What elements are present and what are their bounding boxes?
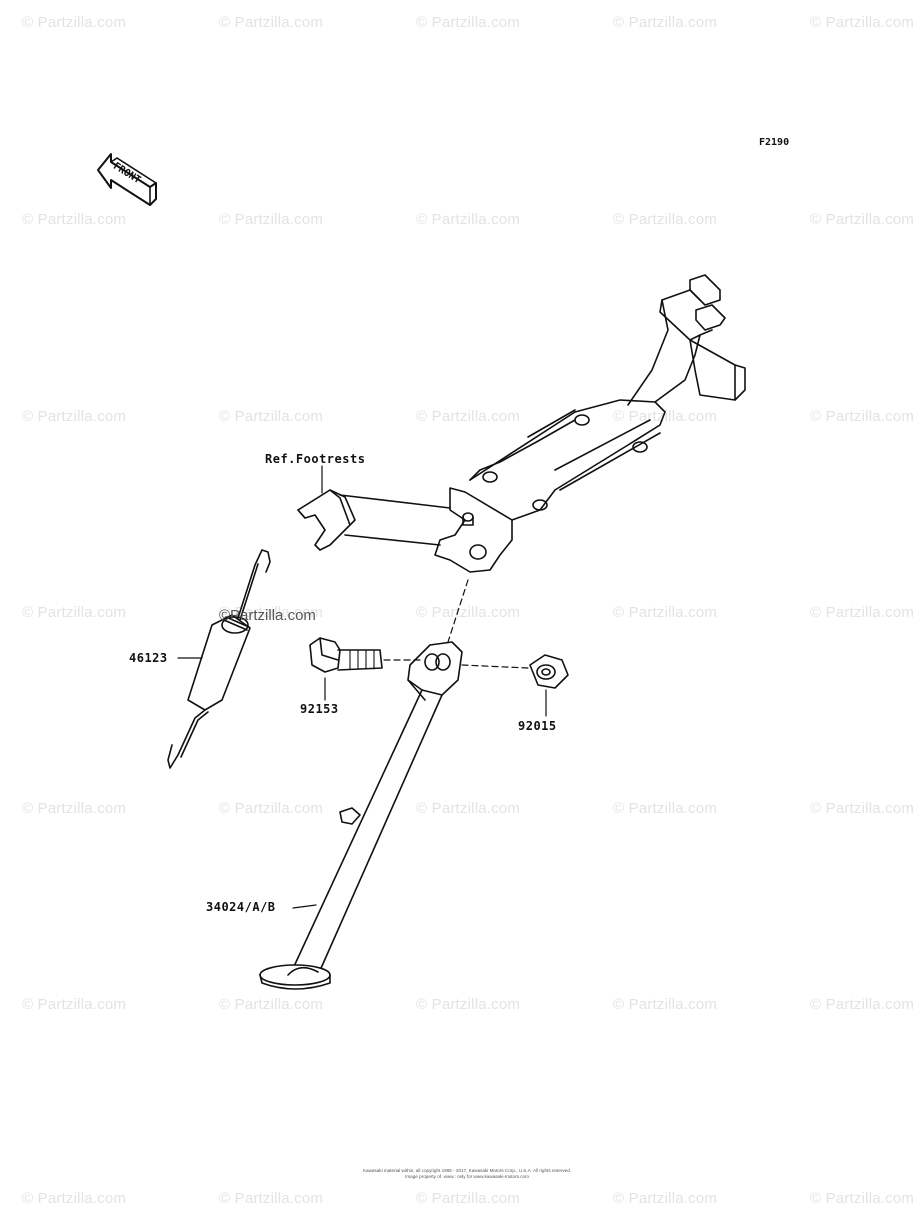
spring-46123 [167, 549, 271, 769]
watermark-text: © Partzilla.com [810, 14, 915, 31]
center-watermark: ©Partzilla.com [219, 607, 316, 624]
front-arrow-icon: FRONT [97, 153, 157, 206]
ref-footrests-label: Ref.Footrests [265, 452, 366, 466]
copyright-footer: Kawasaki material within, all copyright … [352, 1168, 582, 1180]
bolt-92153 [309, 637, 383, 673]
watermark-text: © Partzilla.com [22, 408, 127, 425]
watermark-text: © Partzilla.com [416, 408, 521, 425]
watermark-text: © Partzilla.com [613, 408, 718, 425]
watermark-text: © Partzilla.com [219, 408, 324, 425]
watermark-text: © Partzilla.com [22, 800, 127, 817]
watermark-text: © Partzilla.com [416, 800, 521, 817]
watermark-text: © Partzilla.com [219, 996, 324, 1013]
watermark-text: © Partzilla.com [416, 604, 521, 621]
watermark-text: © Partzilla.com [810, 604, 915, 621]
watermark-text: © Partzilla.com [22, 604, 127, 621]
watermark-text: © Partzilla.com [613, 996, 718, 1013]
watermark-text: © Partzilla.com [810, 996, 915, 1013]
watermark-text: © Partzilla.com [219, 604, 324, 621]
watermark-text: © Partzilla.com [416, 211, 521, 228]
part-label-46123: 46123 [129, 651, 168, 665]
watermark-text: © Partzilla.com [416, 14, 521, 31]
frame-bracket [297, 274, 746, 573]
figure-code: F2190 [759, 137, 790, 148]
watermark-text: © Partzilla.com [810, 408, 915, 425]
watermark-text: © Partzilla.com [22, 211, 127, 228]
copyright-line-1: Kawasaki material within, all copyright … [362, 1168, 572, 1173]
watermark-text: © Partzilla.com [613, 14, 718, 31]
part-label-34024: 34024/A/B [206, 900, 276, 914]
watermark-text: © Partzilla.com [613, 211, 718, 228]
copyright-line-2: Image property of. www.: only for www.ka… [405, 1174, 529, 1179]
watermark-text: © Partzilla.com [219, 211, 324, 228]
stand-34024 [259, 641, 463, 990]
watermark-text: © Partzilla.com [810, 800, 915, 817]
part-label-92015: 92015 [518, 719, 557, 733]
watermark-text: © Partzilla.com [810, 211, 915, 228]
watermark-text: © Partzilla.com [613, 800, 718, 817]
part-label-92153: 92153 [300, 702, 339, 716]
nut-92015 [529, 654, 569, 689]
watermark-text: © Partzilla.com [22, 14, 127, 31]
watermark-text: © Partzilla.com [416, 996, 521, 1013]
watermark-text: © Partzilla.com [219, 800, 324, 817]
watermark-text: © Partzilla.com [219, 14, 324, 31]
watermark-text: © Partzilla.com [613, 604, 718, 621]
watermark-text: © Partzilla.com [22, 996, 127, 1013]
